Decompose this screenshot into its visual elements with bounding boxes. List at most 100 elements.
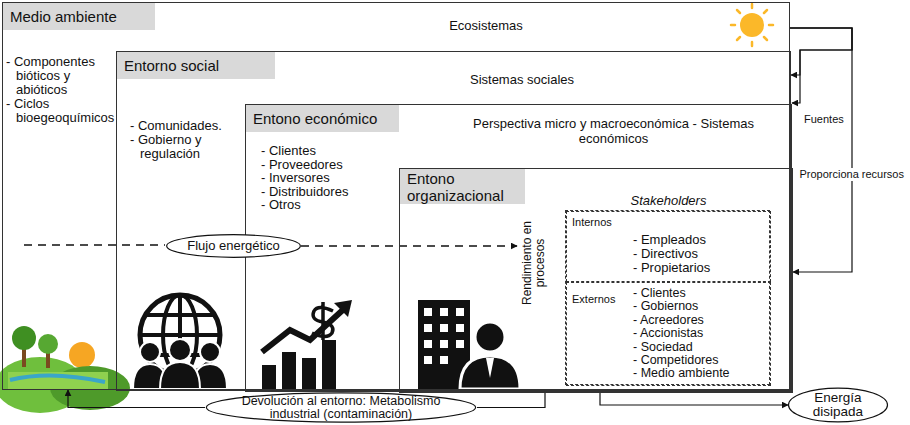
icon-part [302, 358, 316, 389]
external-box: Externos- Clientes- Gobiernos- Acreedore… [566, 282, 771, 386]
growth-chart-icon [262, 300, 352, 389]
return-ellipse: Devolución al entorno: Metabolismo indus… [205, 392, 477, 423]
icon-part [169, 339, 191, 361]
icon-part [140, 333, 220, 337]
dissipated-ellipse: Energía disipada [788, 387, 888, 423]
icon-part [456, 324, 464, 332]
icon-part [424, 308, 432, 316]
icon-part [424, 356, 432, 364]
stakeholders-box: StakeholdersInternos- Empleados- Directi… [565, 210, 770, 385]
connector [600, 393, 788, 405]
icon-part [731, 4, 773, 46]
list-item: - Clientes [633, 287, 768, 300]
flow-ellipse: Flujo energético [166, 234, 301, 258]
icon-part [737, 10, 740, 13]
icon-part [440, 308, 448, 316]
list-item: - Directivos [633, 247, 763, 261]
icon-part [737, 37, 740, 40]
icon-part [424, 324, 432, 332]
connector-label: Fuentes [803, 113, 845, 126]
icon-part [731, 24, 735, 27]
landscape-icon [0, 326, 130, 413]
list-item: - Comunidades. [130, 119, 242, 133]
icon-part [312, 302, 333, 340]
icon-part [769, 24, 773, 27]
box-label: Stakeholders [566, 193, 771, 208]
list-item: - Medio ambiente [633, 367, 768, 380]
social-box: Entorno socialSistemas sociales - Comunid… [116, 51, 791, 391]
icon-part [424, 340, 432, 348]
box-heading: Medio ambiente [3, 3, 155, 30]
box-label: Rendimiento en procesos [521, 219, 547, 307]
icon-part [160, 362, 200, 389]
connector [790, 28, 852, 75]
icon-part [322, 340, 336, 389]
list-item: - Competidores [633, 354, 768, 367]
icon-part [456, 308, 464, 316]
sun-icon [731, 4, 773, 46]
ellipse-label: Flujo energético [166, 234, 301, 258]
icon-part [200, 342, 220, 362]
box-label: Ecosistemas [401, 18, 571, 33]
icon-part [140, 342, 160, 362]
list-item: - Ciclos bioegeoquímicos [6, 97, 118, 125]
icon-part [751, 42, 754, 46]
connector [301, 245, 517, 247]
icon-part [751, 4, 754, 8]
list-item: - Clientes [261, 144, 396, 158]
ellipse-shape [167, 235, 301, 258]
list-item: - Empleados [633, 233, 763, 247]
icon-part [334, 300, 352, 317]
globe-people-icon [133, 295, 227, 389]
connector [68, 390, 205, 408]
icon-part [12, 326, 36, 350]
list-item: - Inversores [261, 171, 396, 185]
energy-flow-line [24, 244, 165, 246]
list-item: - Gobierno y regulación [130, 133, 242, 161]
box-heading: Entono económico [246, 105, 399, 132]
connector [790, 28, 852, 103]
icon-part [38, 334, 58, 354]
icon-part [740, 13, 764, 37]
icon-part [69, 342, 95, 368]
icon-part [475, 322, 505, 352]
list-item: - Acreedores [633, 314, 768, 327]
box-label: Perspectiva micro y macroeconómica - Sis… [471, 116, 756, 146]
icon-part [424, 308, 464, 364]
box-label: Sistemas sociales [422, 72, 622, 87]
connector-label: Proporciona recursos [798, 168, 905, 181]
icon-part [262, 365, 276, 389]
internal-box: Internos- Empleados- Directivos- Propiet… [566, 211, 771, 282]
list-item: - Distribuidores [261, 185, 396, 199]
icon-part [440, 340, 448, 348]
economic-box: Entono económico Perspectiva micro y macr… [245, 104, 792, 392]
icon-part [282, 352, 296, 389]
organization-icon [418, 300, 520, 389]
box-label: Internos [572, 216, 632, 229]
list-item: - Gobiernos [633, 300, 768, 313]
list-item: - Proveedores [261, 158, 396, 172]
list-item: - Sociedad [633, 341, 768, 354]
organization-box: Entono organizacionalRendimiento en proc… [399, 168, 793, 393]
list-item: - Propietarios [633, 261, 763, 275]
icon-part [8, 372, 108, 389]
icon-part [440, 356, 448, 364]
list-item: - Otros [261, 198, 396, 212]
icon-part [460, 356, 520, 389]
list-item: - Componentes bióticos y abióticos [6, 55, 118, 97]
icon-part [456, 340, 464, 348]
list-item: - Accionistas [633, 327, 768, 340]
box-heading: Entorno social [117, 52, 275, 79]
ellipse-label: Energía disipada [788, 387, 888, 423]
icon-part [764, 37, 767, 40]
box-label: Externos [572, 293, 632, 306]
icon-part [764, 10, 767, 13]
connector [477, 393, 545, 408]
environment-box: Medio ambienteEcosistemas - Componentes b… [2, 2, 790, 390]
icon-part [440, 324, 448, 332]
connector [790, 28, 852, 272]
icon-part [486, 358, 494, 378]
icon-part [10, 375, 105, 382]
ellipse-label: Devolución al entorno: Metabolismo indus… [205, 392, 477, 423]
